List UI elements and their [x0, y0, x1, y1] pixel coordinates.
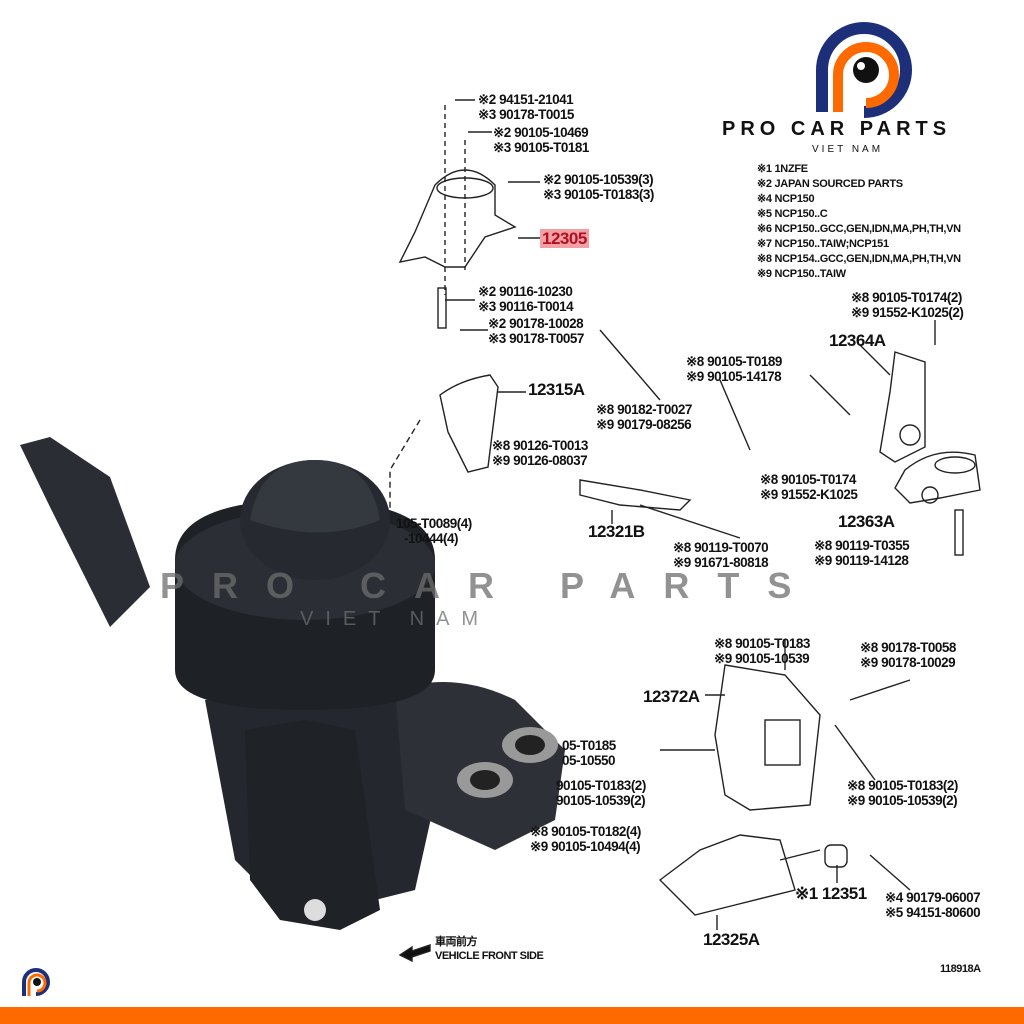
watermark-subtitle: VIET NAM	[300, 608, 491, 630]
fastener-label[interactable]: ※8 90105-T0183(2)※9 90105-10539(2)	[847, 778, 958, 808]
part-number-12363A[interactable]: 12363A	[838, 512, 895, 531]
fastener-label[interactable]: 105-T0089(4)-10444(4)	[396, 516, 472, 546]
fastener-label[interactable]: ※2 90116-10230※3 90116-T0014	[478, 284, 574, 314]
fastener-label[interactable]: ※8 90182-T0027※9 90179-08256	[596, 402, 692, 432]
bracket-12321B-drawing	[579, 479, 692, 511]
fastener-label[interactable]: ※2 90105-10539(3)※3 90105-T0183(3)	[543, 172, 654, 202]
fastener-label[interactable]: ※2 94151-21041※3 90178-T0015	[478, 92, 574, 122]
vehicle-front-arrow	[398, 944, 431, 963]
part-number-12325A[interactable]: 12325A	[703, 930, 760, 949]
part-number-12351[interactable]: ※1 12351	[795, 884, 867, 903]
part-number-12315A[interactable]: 12315A	[528, 380, 585, 399]
fastener-label[interactable]: ※2 90178-10028※3 90178-T0057	[488, 316, 584, 346]
fastener-label[interactable]: ※8 90105-T0174(2)※9 91552-K1025(2)	[851, 290, 964, 320]
brand-logo-mark	[816, 22, 912, 118]
part-number-12305-highlighted[interactable]: 12305	[540, 229, 589, 248]
part-number-12372A[interactable]: 12372A	[643, 687, 700, 706]
applicability-legend: ※1 1NZFE ※2 JAPAN SOURCED PARTS ※4 NCP15…	[757, 162, 961, 282]
brand-subtitle: VIET NAM	[812, 144, 884, 155]
legend-item: ※7 NCP150..TAIW;NCP151	[757, 238, 889, 250]
legend-item: ※5 NCP150..C	[757, 208, 828, 220]
fastener-label[interactable]: ※8 90178-T0058※9 90178-10029	[860, 640, 956, 670]
part-number-12321B[interactable]: 12321B	[588, 522, 645, 541]
legend-item: ※9 NCP150..TAIW	[757, 268, 846, 280]
mount-12363A-drawing	[894, 451, 981, 504]
legend-item: ※8 NCP154..GCC,GEN,IDN,MA,PH,TH,VN	[757, 253, 961, 265]
engine-mount-photo	[20, 437, 565, 930]
fastener-label[interactable]: 90105-T0183(2)90105-10539(2)	[556, 778, 646, 808]
bracket-12325A-drawing	[658, 834, 796, 916]
bracket-12364A-drawing	[879, 351, 926, 463]
mount-12305-drawing	[398, 169, 517, 268]
bracket-12315A-drawing	[439, 374, 499, 473]
watermark-brand: PRO CAR PARTS	[160, 565, 820, 606]
fastener-label[interactable]: ※8 90105-T0183※9 90105-10539	[714, 636, 810, 666]
footer-orange-bar	[0, 1007, 1024, 1024]
bracket-12372A-drawing	[714, 664, 821, 811]
fastener-label[interactable]: ※4 90179-06007※5 94151-80600	[885, 890, 981, 920]
fastener-label[interactable]: ※8 90105-T0182(4)※9 90105-10494(4)	[530, 824, 641, 854]
fastener-label[interactable]: ※8 90119-T0070※9 91671-80818	[673, 540, 769, 570]
legend-item: ※4 NCP150	[757, 193, 815, 205]
brand-logo-small	[22, 968, 50, 996]
legend-item: ※1 1NZFE	[757, 163, 808, 175]
fastener-label[interactable]: ※8 90105-T0174※9 91552-K1025	[760, 472, 858, 502]
fastener-label[interactable]: ※8 90126-T0013※9 90126-08037	[492, 438, 588, 468]
fastener-label[interactable]: ※2 90105-10469※3 90105-T0181	[493, 125, 589, 155]
figure-id: 118918A	[940, 963, 981, 975]
legend-item: ※2 JAPAN SOURCED PARTS	[757, 178, 903, 190]
legend-item: ※6 NCP150..GCC,GEN,IDN,MA,PH,TH,VN	[757, 223, 961, 235]
part-number-12364A[interactable]: 12364A	[829, 331, 886, 350]
fastener-label[interactable]: ※8 90119-T0355※9 90119-14128	[814, 538, 910, 568]
fastener-label[interactable]: ※8 90105-T0189※9 90105-14178	[686, 354, 782, 384]
brand-name: PRO CAR PARTS	[722, 118, 952, 140]
